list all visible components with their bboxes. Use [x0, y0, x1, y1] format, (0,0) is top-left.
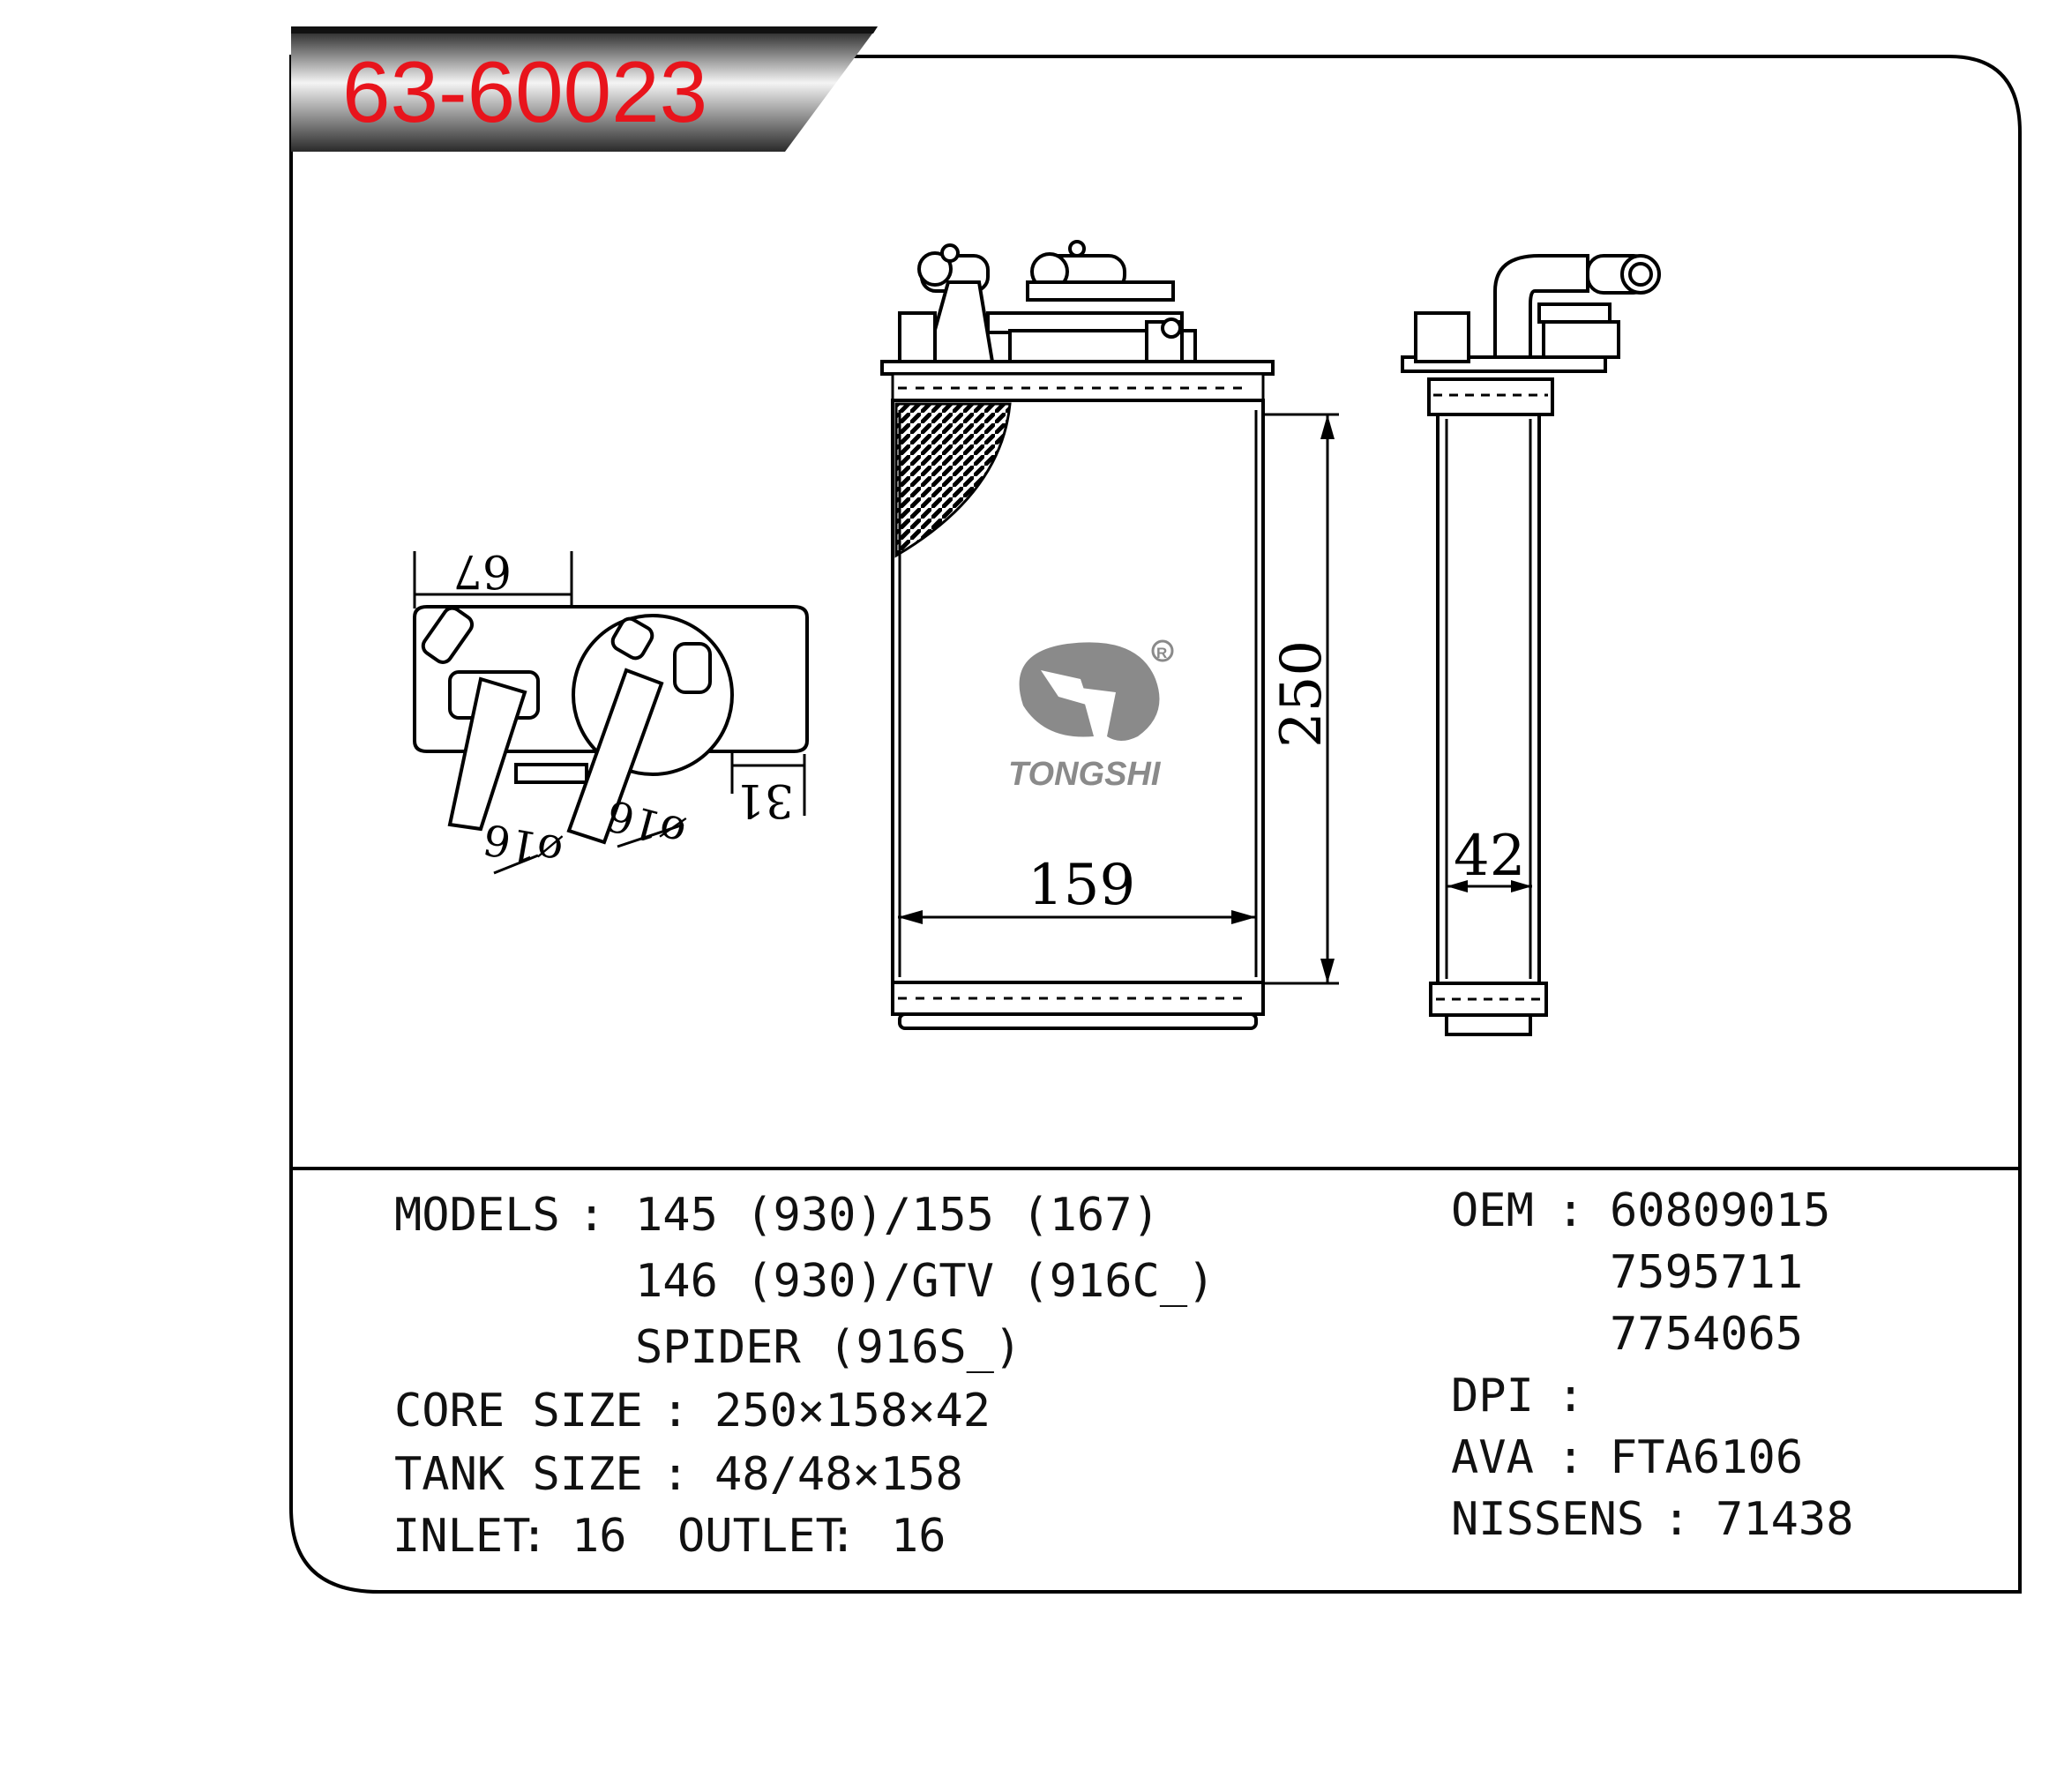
heater-core-top-view: [413, 605, 809, 845]
ava-separator: :: [1557, 1431, 1585, 1484]
models-line-3: SPIDER (916S_): [635, 1321, 1022, 1374]
models-separator: :: [578, 1189, 606, 1242]
core-size-value: 250×158×42: [714, 1385, 991, 1437]
pipe-offset-label: 31: [736, 773, 794, 826]
top-view-dimensions: [413, 551, 806, 875]
brand-name: TONGSHI: [1008, 756, 1162, 793]
oem-number-1: 60809015: [1610, 1184, 1831, 1237]
heater-core-front-view: R TONGSHI 159 250: [880, 240, 1339, 1030]
oem-separator: :: [1557, 1184, 1585, 1237]
depth-label: 42: [1454, 824, 1525, 889]
inlet-label: INLET: [393, 1510, 531, 1563]
outlet-value: 16: [891, 1510, 946, 1563]
top-inlet-pipe: [447, 676, 527, 832]
models-line-2: 146 (930)/GTV (916C_): [635, 1255, 1215, 1308]
ava-value: FTA6106: [1610, 1431, 1804, 1484]
width-dimension: 159: [898, 853, 1256, 924]
models-label: MODELS: [394, 1189, 560, 1242]
spec-panel: MODELS : 145 (930)/155 (167) 146 (930)/G…: [393, 1184, 1854, 1563]
pipe-spacing-label: 67: [453, 544, 512, 597]
heater-core-side-view: [1401, 254, 1661, 1036]
width-label: 159: [1028, 853, 1135, 918]
nissens-separator: :: [1663, 1493, 1691, 1546]
oem-label: OEM: [1451, 1184, 1534, 1237]
nissens-label: NISSENS: [1451, 1493, 1645, 1546]
height-dimension: 250: [1265, 413, 1339, 985]
part-code: 63-60023: [342, 43, 707, 140]
outlet-label: OUTLET: [677, 1510, 843, 1563]
sheet-frame: [289, 55, 2022, 1594]
inlet-separator: :: [520, 1510, 549, 1563]
oem-number-2: 7595711: [1610, 1246, 1804, 1299]
inlet-value: 16: [572, 1510, 627, 1563]
top-outlet-pipe: [566, 668, 664, 845]
tank-size-separator: :: [662, 1448, 690, 1501]
nissens-value: 71438: [1716, 1493, 1854, 1546]
ava-label: AVA: [1451, 1431, 1534, 1484]
outlet-separator: :: [829, 1510, 857, 1563]
fin-pattern: [894, 402, 1012, 558]
inlet-pipe: [898, 243, 995, 363]
dpi-separator: :: [1557, 1370, 1585, 1422]
registered-mark: R: [1156, 645, 1167, 661]
tank-size-label: TANK SIZE: [394, 1448, 643, 1501]
tank-size-value: 48/48×158: [714, 1448, 963, 1501]
outlet-pipe: [986, 240, 1197, 363]
models-line-1: 145 (930)/155 (167): [635, 1189, 1160, 1242]
product-sheet: 63-60023: [289, 26, 2022, 1594]
dpi-label: DPI: [1451, 1370, 1534, 1422]
part-code-banner: 63-60023: [291, 26, 878, 152]
core-size-separator: :: [662, 1385, 690, 1437]
height-label: 250: [1269, 640, 1335, 748]
oem-number-3: 7754065: [1610, 1308, 1804, 1361]
tongshi-logo: R TONGSHI: [1008, 639, 1174, 793]
core-size-label: CORE SIZE: [394, 1385, 643, 1437]
depth-dimension: 42: [1447, 824, 1532, 892]
